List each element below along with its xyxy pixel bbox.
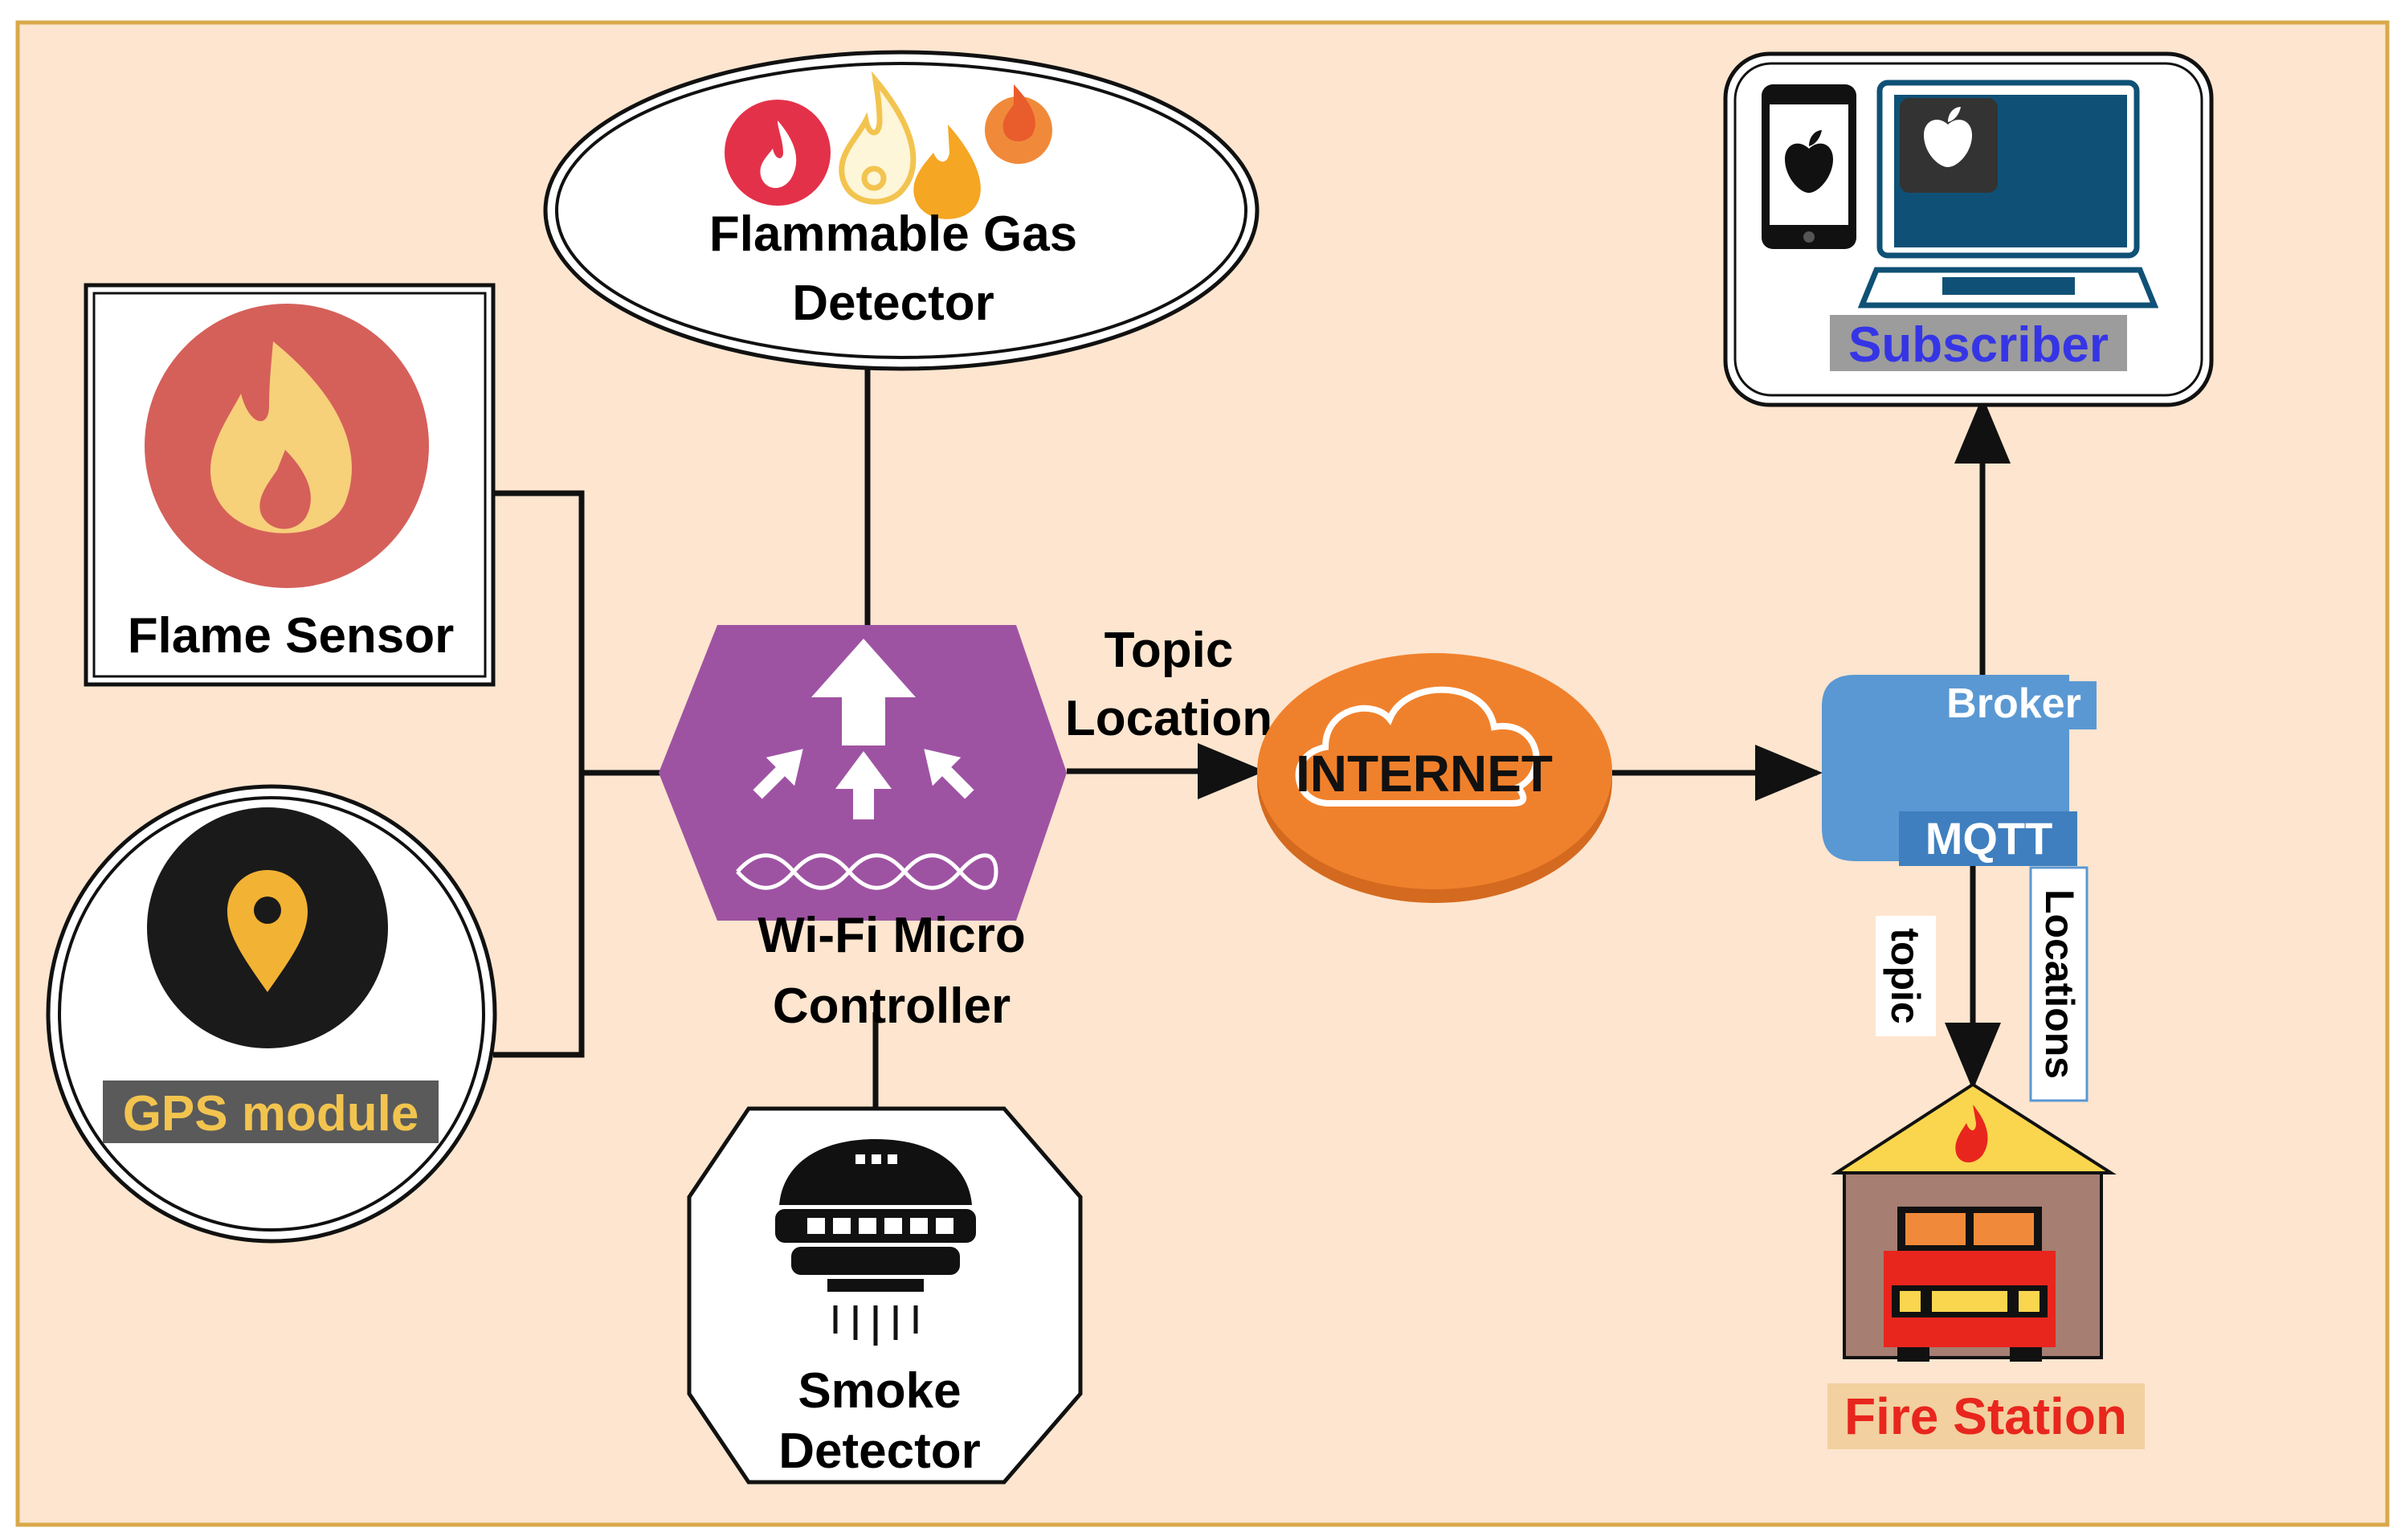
subscriber-label-highlight bbox=[1830, 315, 2127, 371]
mqtt-broker: Broker MQTT bbox=[1822, 675, 2097, 866]
locations-label-bg bbox=[2029, 866, 2089, 1102]
connectors bbox=[493, 366, 2011, 1109]
flammable-gas-detector: Flammable Gas Detector bbox=[543, 50, 1260, 371]
mqtt-label: MQTT bbox=[1925, 813, 2053, 864]
smoke-label-line2: Detector bbox=[778, 1424, 981, 1479]
laptop-icon bbox=[1857, 80, 2159, 308]
internet-node: INTERNET bbox=[1257, 653, 1612, 903]
flame-sensor-label: Flame Sensor bbox=[128, 608, 455, 664]
fire-station-label-highlight bbox=[1827, 1383, 2145, 1449]
fire-station: Fire Station bbox=[1827, 1082, 2145, 1449]
cloud-icon bbox=[1295, 686, 1540, 807]
flame-icons bbox=[725, 71, 1052, 219]
gas-detector-label-line2: Detector bbox=[792, 276, 994, 331]
gps-label-highlight bbox=[103, 1080, 439, 1143]
smoke-detector: Smoke Detector bbox=[687, 1106, 1083, 1485]
edge-label-topic: Topic bbox=[1105, 623, 1234, 678]
fire-truck-icon bbox=[1884, 1207, 2056, 1362]
wifi-label-line1: Wi-Fi Micro bbox=[757, 908, 1026, 963]
topic-edge-label: topic bbox=[1883, 928, 1928, 1023]
fire-station-label: Fire Station bbox=[1844, 1387, 2127, 1445]
subscriber-label: Subscriber bbox=[1848, 317, 2109, 373]
red-flame-icon bbox=[725, 100, 831, 206]
topic-label-bg bbox=[1876, 916, 1936, 1036]
orange-flame-icon bbox=[913, 125, 981, 219]
subscriber: Subscriber bbox=[1723, 51, 2214, 407]
outline-flame-icon bbox=[839, 71, 917, 205]
gas-detector-label-line1: Flammable Gas bbox=[709, 206, 1077, 262]
wifi-micro-controller: Wi-Fi Micro Controller bbox=[659, 625, 1067, 1034]
wave-pattern-icon bbox=[736, 853, 998, 890]
roof-flame-icon bbox=[1955, 1105, 1988, 1162]
smoke-label-line1: Smoke bbox=[798, 1363, 961, 1419]
flame-sensor: Flame Sensor bbox=[84, 283, 496, 687]
edge-label-location: Location bbox=[1065, 691, 1272, 746]
locations-edge-label: Locations bbox=[2037, 889, 2082, 1079]
smoke-detector-icon bbox=[775, 1139, 976, 1346]
wifi-label-line2: Controller bbox=[773, 978, 1011, 1034]
broker-label: Broker bbox=[1946, 680, 2081, 727]
upload-arrows-icon bbox=[753, 639, 974, 819]
gps-module: GPS module bbox=[46, 784, 497, 1244]
gps-label: GPS module bbox=[123, 1086, 419, 1142]
internet-label: INTERNET bbox=[1296, 745, 1553, 803]
apple-logo-icon bbox=[1785, 130, 1833, 193]
phone-icon bbox=[1762, 84, 1856, 249]
location-pin-icon bbox=[227, 870, 308, 992]
flame-icon bbox=[210, 341, 352, 533]
